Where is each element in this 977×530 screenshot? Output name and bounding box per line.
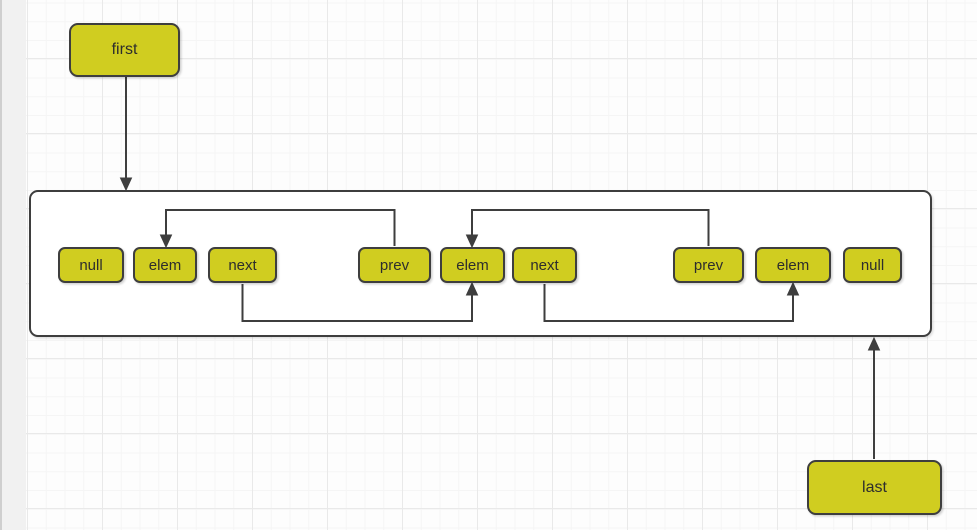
pointer-last-box[interactable]: last: [807, 460, 942, 515]
cell-label: prev: [693, 256, 724, 274]
cell-label: elem: [456, 256, 489, 274]
cell-node2-elem[interactable]: elem: [440, 247, 505, 283]
cell-label: next: [530, 256, 559, 274]
cell-label: null: [79, 256, 103, 274]
arrow-last-to-list: [867, 336, 881, 459]
cell-node1-elem[interactable]: elem: [133, 247, 197, 283]
left-gutter: [0, 0, 26, 530]
cell-node3-prev[interactable]: prev: [673, 247, 744, 283]
arrow-first-to-list: [119, 77, 133, 192]
cell-node1-prev-null[interactable]: null: [58, 247, 124, 283]
cell-node2-next[interactable]: next: [512, 247, 577, 283]
cell-label: next: [228, 256, 257, 274]
pointer-first-label: first: [111, 41, 138, 58]
cell-label: elem: [148, 256, 182, 274]
pointer-first-box[interactable]: first: [69, 23, 180, 77]
cell-label: elem: [776, 256, 810, 274]
cell-node2-prev[interactable]: prev: [358, 247, 431, 283]
cell-label: null: [860, 256, 885, 274]
cell-node3-elem[interactable]: elem: [755, 247, 831, 283]
cell-node1-next[interactable]: next: [208, 247, 277, 283]
cell-label: prev: [379, 256, 410, 274]
pointer-last-label: last: [862, 478, 887, 496]
cell-node3-next-null[interactable]: null: [843, 247, 902, 283]
